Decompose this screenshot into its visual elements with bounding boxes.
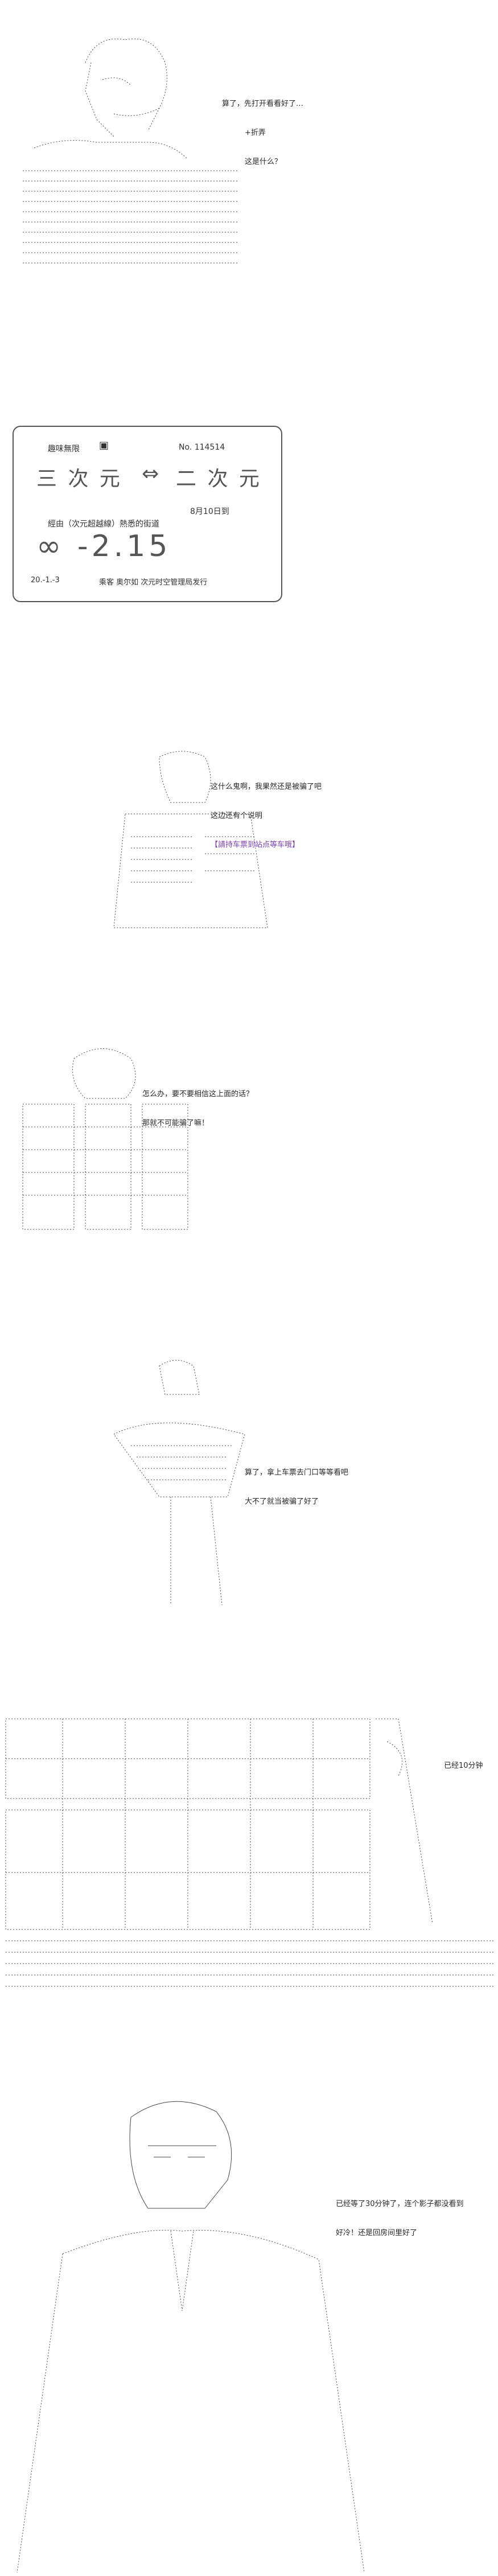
dialogue-line: 算了，拿上车票去门口等等看吧 — [245, 1468, 349, 1477]
gate-grid — [5, 1718, 371, 1930]
dialogue-panel-1: 算了，先打开看看好了… +折弄 这是什么？ — [222, 80, 303, 186]
dialogue-line: 大不了就当被骗了好了 — [245, 1497, 319, 1506]
panel-2-ticket: 趣味無限 ▣ No. 114514 三 次 元 ⇔ 二 次 元 8月10日到 經… — [0, 426, 498, 608]
ticket-number: No. 114514 — [179, 443, 225, 452]
dialogue-line: 怎么办，要不要相信这上面的话？ — [142, 1090, 254, 1098]
dialogue-line: 这什么鬼啊，我果然还是被骗了吧 — [211, 783, 322, 791]
dialogue-panel-5: 算了，拿上车票去门口等等看吧 大不了就当被骗了好了 — [245, 1449, 348, 1526]
dialogue-line: 好冷！还是回房间里好了 — [336, 2229, 418, 2237]
dialogue-line: 已经10分钟 — [444, 1762, 483, 1770]
figure-art-waiting — [17, 2101, 365, 2573]
panel-6: 已经10分钟 — [0, 1707, 498, 2003]
dialogue-panel-6: 已经10分钟 — [444, 1742, 483, 1790]
panel-3: 这什么鬼啊，我果然还是被骗了吧 这边还有个说明 【請持车票到站点等车哦】 — [0, 740, 498, 956]
ticket-route-to: 二 次 元 — [176, 467, 262, 491]
dialogue-line: 那就不可能骗了嘛！ — [142, 1119, 209, 1127]
ticket-via: 經由（次元超越線）熱悉的街道 — [48, 520, 159, 529]
panel-4: 怎么办，要不要相信这上面的话？ 那就不可能骗了嘛！ — [0, 1042, 498, 1246]
ticket-issuer: 乘客 奥尔如 次元时空管理局发行 — [99, 578, 208, 587]
dialogue-line: +折弄 — [245, 129, 266, 137]
ticket-brand: 趣味無限 — [48, 445, 80, 454]
gate-scene-art — [5, 1718, 495, 1987]
panel-7: 已经等了30分钟了，连个影子都没看到 好冷！还是回房间里好了 — [0, 2083, 498, 2576]
dialogue-panel-4: 怎么办，要不要相信这上面的话？ 那就不可能骗了嘛！ — [142, 1070, 253, 1147]
ticket-seal-icon: ▣ — [99, 439, 109, 451]
figure-art-reading — [23, 38, 239, 264]
dialogue-highlight: 【請持车票到站点等车哦】 — [211, 841, 300, 849]
ticket-route-arrow: ⇔ — [142, 462, 159, 485]
dialogue-line: 这边还有个说明 — [211, 812, 263, 820]
ticket-route-from: 三 次 元 — [36, 467, 122, 491]
dialogue-line: 这是什么？ — [245, 158, 282, 166]
stripe-pattern — [23, 170, 239, 264]
figure-art-walking — [113, 1360, 245, 1606]
ticket: 趣味無限 ▣ No. 114514 三 次 元 ⇔ 二 次 元 8月10日到 經… — [13, 426, 282, 602]
figure-art-back — [113, 751, 268, 928]
panel-1: 算了，先打开看看好了… +折弄 这是什么？ — [0, 0, 498, 296]
panel-5: 算了，拿上车票去门口等等看吧 大不了就当被骗了好了 — [0, 1349, 498, 1622]
figure-art-coat — [22, 1048, 188, 1230]
ground-stripes — [6, 1940, 495, 1987]
ticket-issued-date: 20.-1.-3 — [31, 576, 60, 585]
dialogue-panel-7: 已经等了30分钟了，连个影子都没看到 好冷！还是回房间里好了 — [336, 2180, 464, 2257]
ticket-date: 8月10日到 — [190, 507, 229, 516]
dialogue-line: 已经等了30分钟了，连个影子都没看到 — [336, 2200, 464, 2208]
ticket-price: ∞ -2.15 — [36, 529, 171, 563]
dialogue-panel-3: 这什么鬼啊，我果然还是被骗了吧 这边还有个说明 【請持车票到站点等车哦】 — [211, 763, 322, 869]
dialogue-line: 算了，先打开看看好了… — [222, 100, 304, 108]
